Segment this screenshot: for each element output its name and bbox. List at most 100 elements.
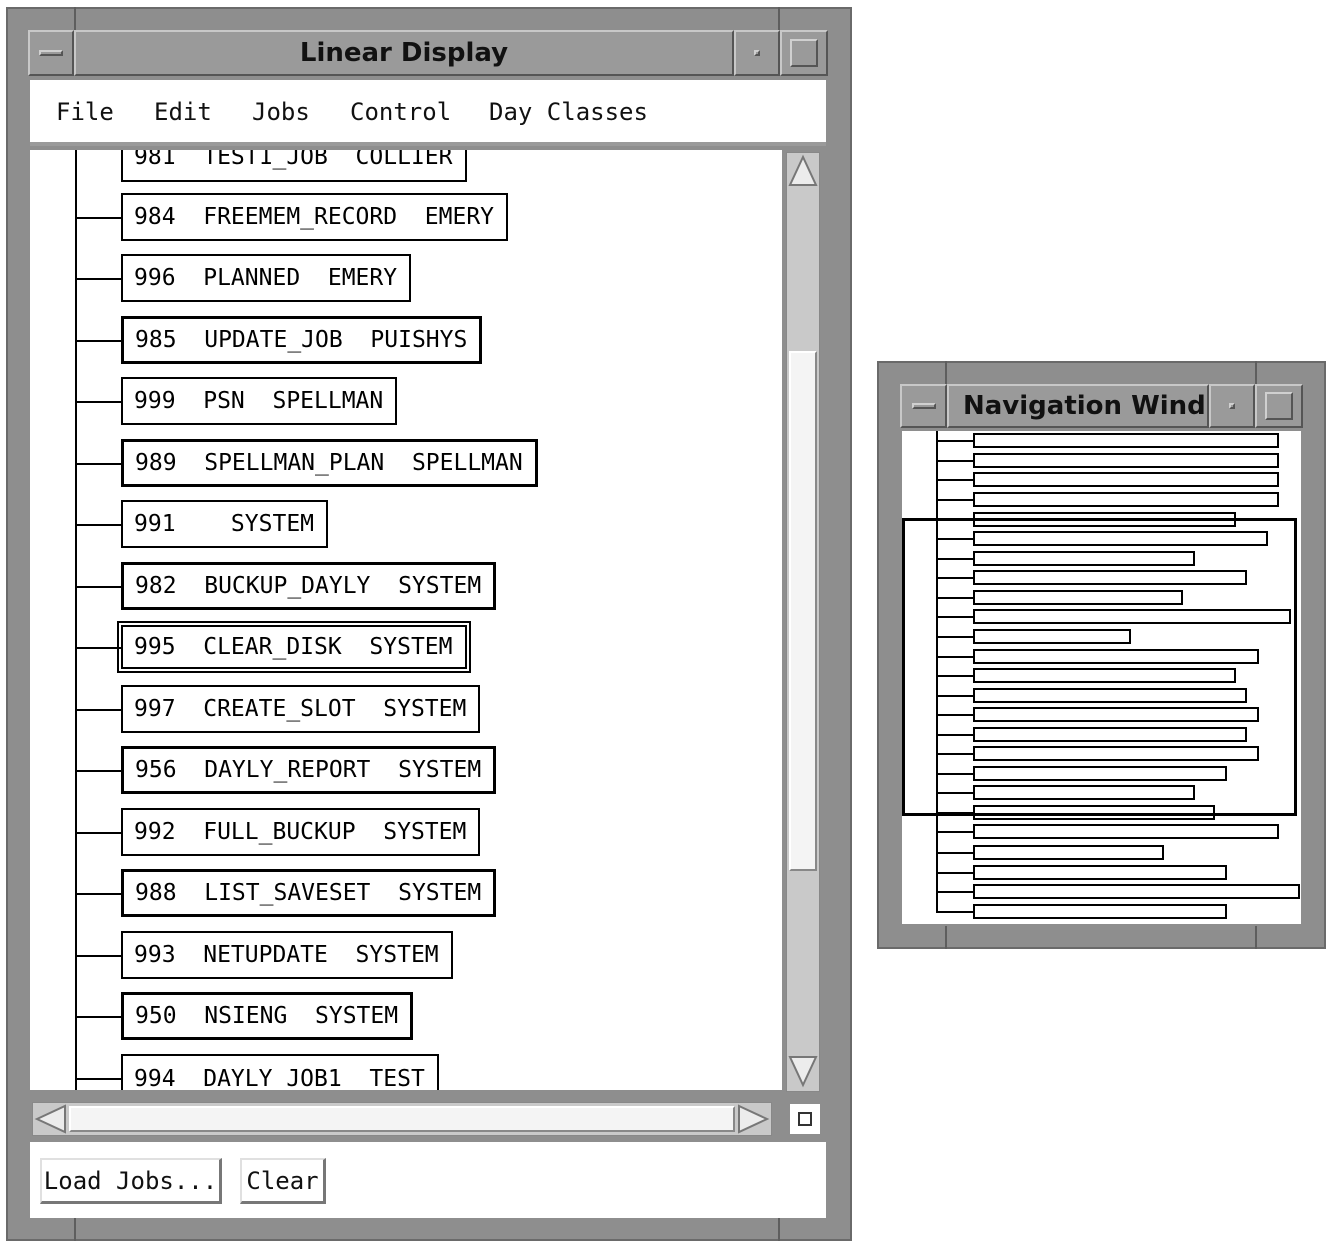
clear-button[interactable]: Clear [240, 1158, 326, 1204]
nav-maximize-button[interactable] [1255, 384, 1303, 428]
nav-branch [936, 891, 973, 893]
scroll-left-arrow-icon[interactable] [33, 1103, 69, 1135]
vertical-scroll-thumb[interactable] [789, 351, 817, 871]
minimize-icon [1229, 403, 1235, 409]
tree-branch [75, 893, 121, 895]
nav-branch [936, 597, 973, 599]
nav-branch [936, 538, 973, 540]
nav-viewport-rectangle[interactable] [902, 518, 1297, 816]
nav-job-bar [973, 805, 1215, 820]
job-node[interactable]: 991 SYSTEM [121, 500, 329, 548]
job-node[interactable]: 993 NETUPDATE SYSTEM [121, 931, 453, 979]
job-node[interactable]: 989 SPELLMAN_PLAN SPELLMAN [121, 439, 538, 487]
nav-job-bar [973, 531, 1268, 546]
button-bar: Load Jobs... Clear [30, 1142, 826, 1218]
minimize-icon [754, 50, 760, 56]
menu-day-classes[interactable]: Day Classes [489, 98, 648, 126]
navigation-overview[interactable] [902, 431, 1301, 924]
menu-control[interactable]: Control [350, 98, 452, 126]
nav-job-bar [973, 472, 1279, 487]
nav-job-bar [973, 590, 1183, 605]
tree-branch [75, 463, 121, 465]
job-node[interactable]: 956 DAYLY_REPORT SYSTEM [121, 746, 497, 794]
scroll-right-arrow-icon[interactable] [735, 1103, 771, 1135]
tree-branch [75, 401, 121, 403]
tree-branch [75, 278, 121, 280]
vertical-scrollbar[interactable] [786, 152, 820, 1092]
window-title[interactable]: Linear Display [74, 30, 734, 76]
nav-job-bar [973, 551, 1195, 566]
nav-branch [936, 831, 973, 833]
job-node[interactable]: 992 FULL_BUCKUP SYSTEM [121, 808, 481, 856]
nav-window-title[interactable]: Navigation Wind [947, 384, 1209, 428]
menu-edit[interactable]: Edit [154, 98, 212, 126]
nav-job-bar [973, 453, 1279, 468]
job-tree-view[interactable]: 981 TEST1_JOB COLLIER 984 FREEMEM_RECORD… [30, 150, 782, 1090]
nav-job-bar [973, 629, 1131, 644]
nav-minimize-button[interactable] [1209, 384, 1255, 428]
frame-corner-mark [945, 926, 947, 949]
nav-job-bar [973, 707, 1259, 722]
nav-branch [936, 558, 973, 560]
menu-jobs[interactable]: Jobs [252, 98, 310, 126]
load-jobs-button[interactable]: Load Jobs... [40, 1158, 222, 1204]
nav-job-bar [973, 824, 1279, 839]
job-node[interactable]: 997 CREATE_SLOT SYSTEM [121, 685, 481, 733]
job-node[interactable]: 984 FREEMEM_RECORD EMERY [121, 193, 509, 241]
scroll-corner-button[interactable] [790, 1104, 820, 1134]
nav-branch [936, 460, 973, 462]
scroll-up-arrow-icon[interactable] [787, 153, 819, 189]
nav-job-bar [973, 609, 1291, 624]
maximize-button[interactable] [780, 30, 828, 76]
nav-job-bar [973, 727, 1247, 742]
tree-branch [75, 832, 121, 834]
nav-branch [936, 695, 973, 697]
nav-job-bar [973, 845, 1164, 860]
nav-branch [936, 734, 973, 736]
nav-branch [936, 616, 973, 618]
job-node[interactable]: 950 NSIENG SYSTEM [121, 992, 414, 1040]
nav-window-title-text: Navigation Wind [963, 391, 1206, 421]
nav-job-bar [973, 668, 1236, 683]
job-node[interactable]: 996 PLANNED EMERY [121, 254, 412, 302]
nav-job-bar [973, 904, 1227, 919]
maximize-icon [790, 39, 818, 67]
frame-corner-mark [74, 1218, 76, 1241]
nav-branch [936, 636, 973, 638]
scroll-down-arrow-icon[interactable] [787, 1053, 819, 1089]
corner-square-icon [798, 1112, 812, 1126]
tree-branch [75, 955, 121, 957]
nav-branch [936, 499, 973, 501]
tree-branch [75, 770, 121, 772]
menu-file[interactable]: File [56, 98, 114, 126]
horizontal-scrollbar[interactable] [32, 1102, 772, 1136]
job-node[interactable]: 999 PSN SPELLMAN [121, 377, 398, 425]
frame-corner-mark [74, 7, 76, 33]
nav-job-bar [973, 649, 1259, 664]
nav-branch [936, 440, 973, 442]
minimize-button[interactable] [734, 30, 780, 76]
frame-corner-mark [778, 7, 780, 33]
job-node[interactable]: 982 BUCKUP_DAYLY SYSTEM [121, 562, 497, 610]
nav-window-menu-button[interactable] [900, 384, 947, 428]
nav-branch [936, 577, 973, 579]
nav-branch [936, 656, 973, 658]
job-node-partial[interactable]: 994 DAYLY JOB1 TEST [121, 1054, 439, 1090]
tree-branch [75, 340, 121, 342]
horizontal-scroll-thumb[interactable] [69, 1106, 735, 1132]
window-menu-icon [39, 50, 63, 56]
job-node[interactable]: 988 LIST_SAVESET SYSTEM [121, 869, 497, 917]
nav-branch [936, 911, 973, 913]
nav-branch [936, 852, 973, 854]
nav-job-bar [973, 433, 1279, 448]
nav-job-bar [973, 746, 1259, 761]
job-node-selected[interactable]: 995 CLEAR_DISK SYSTEM [117, 621, 471, 673]
tree-branch [75, 1016, 121, 1018]
tree-branch [75, 709, 121, 711]
job-node[interactable]: 985 UPDATE_JOB PUISHYS [121, 316, 483, 364]
window-menu-button[interactable] [28, 30, 74, 76]
tree-trunk-line [75, 150, 77, 1090]
menu-bar: File Edit Jobs Control Day Classes [30, 80, 826, 146]
job-node-partial[interactable]: 981 TEST1_JOB COLLIER [121, 150, 467, 182]
nav-job-bar [973, 865, 1227, 880]
